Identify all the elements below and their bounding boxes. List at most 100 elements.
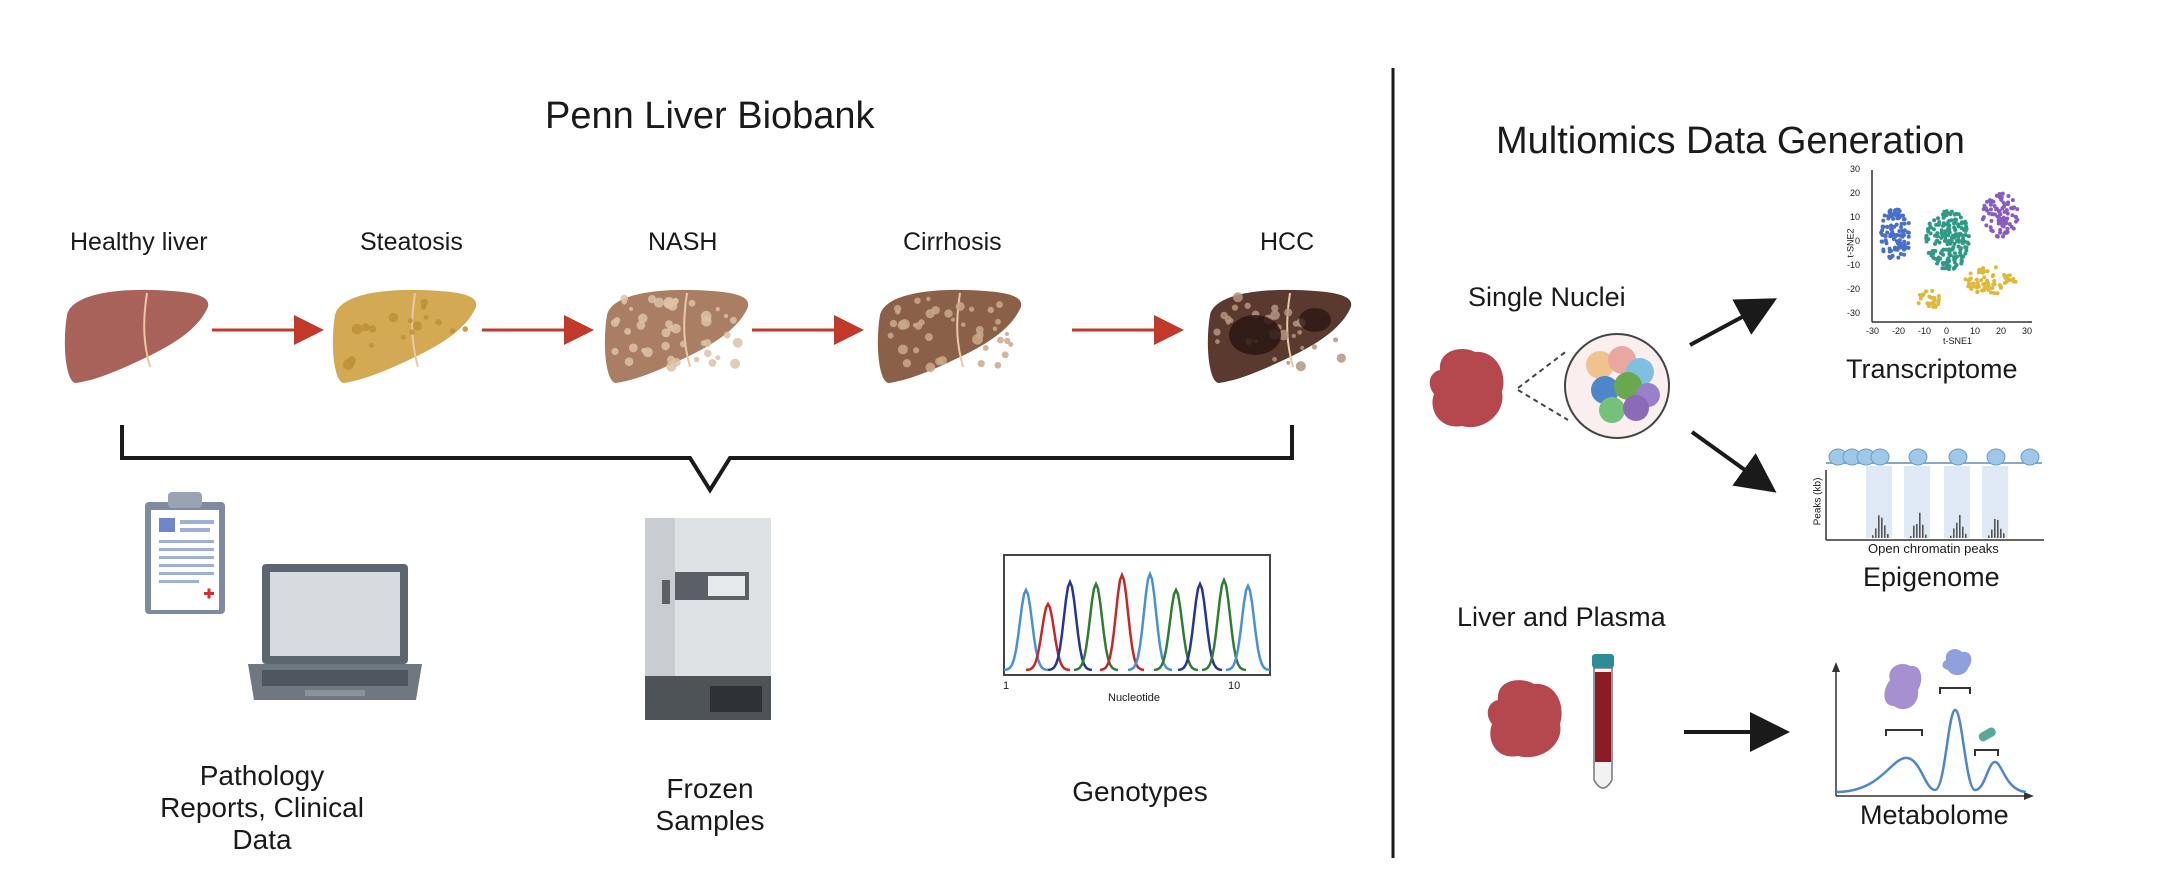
chromatogram-plot (1003, 554, 1271, 676)
tsne-point (2000, 234, 2005, 239)
tsne-ytick: -10 (1846, 260, 1860, 270)
tsne-point (1941, 252, 1946, 257)
tsne-point (1981, 288, 1986, 293)
tsne-point (1988, 290, 1993, 295)
tsne-point (1955, 254, 1960, 259)
tsne-point (1991, 273, 1996, 278)
tsne-point (1980, 270, 1985, 275)
tsne-point (1941, 215, 1946, 220)
tsne-point (1948, 212, 1953, 217)
tsne-point (2001, 221, 2006, 226)
tsne-point (1899, 221, 1904, 226)
tsne-point (1959, 226, 1964, 231)
tsne-point (1992, 203, 1997, 208)
output-label-frozen: Frozen Samples (655, 773, 765, 836)
tsne-point (1936, 259, 1941, 264)
tsne-point (1963, 245, 1968, 250)
peak-bar (1884, 525, 1886, 538)
tsne-point (1959, 259, 1964, 264)
tsne-point (1985, 269, 1990, 274)
tsne-point (1896, 241, 1901, 246)
tsne-point (1958, 247, 1963, 252)
tsne-point (1981, 207, 1986, 212)
tsne-point (1892, 245, 1897, 250)
tsne-point (1999, 195, 2004, 200)
metabolite-icon-2 (1942, 649, 1972, 676)
tsne-point (2001, 204, 2006, 209)
nucleosome (2020, 448, 2040, 466)
tsne-point (1962, 239, 1967, 244)
tsne-ytick: 0 (1854, 236, 1860, 246)
tsne-point (1989, 218, 1994, 223)
tsne-point (1998, 284, 2003, 289)
tsne-point (1985, 281, 1990, 286)
tsne-point (1941, 223, 1946, 228)
tsne-point (1988, 207, 1993, 212)
stage-label-cirrhosis: Cirrhosis (903, 228, 1002, 256)
tsne-point (1885, 230, 1890, 235)
tsne-point (1999, 218, 2004, 223)
tsne-point (1933, 241, 1938, 246)
tsne-point (1897, 244, 1902, 249)
liver-icon-1 (64, 289, 209, 383)
peak-bar (1965, 533, 1967, 538)
metabolome-plot (1832, 649, 2034, 800)
tsne-point (1998, 227, 2003, 232)
tsne-point (1968, 276, 1973, 281)
stage-label-steatosis: Steatosis (360, 228, 463, 256)
tsne-point (1894, 222, 1899, 227)
tsne-point (1906, 241, 1911, 246)
tsne-point (1924, 239, 1929, 244)
tsne-point (1979, 278, 1984, 283)
arrow-to-epigenome (1690, 430, 1777, 493)
tsne-point (1885, 225, 1890, 230)
tsne-point (1966, 284, 1971, 289)
tsne-point (1904, 245, 1909, 250)
tsne-point (1947, 258, 1952, 263)
tsne-point (1879, 230, 1884, 235)
chromatogram-peak (1127, 570, 1173, 672)
tsne-point (2015, 217, 2020, 222)
tsne-point (1883, 234, 1888, 239)
peak-bar (1872, 535, 1874, 538)
tsne-point (1996, 221, 2001, 226)
tsne-point (2005, 211, 2010, 216)
tsne-point (1920, 292, 1925, 297)
tsne-point (1936, 299, 1941, 304)
blood-tube-icon (1592, 654, 1614, 789)
transcriptome-label: Transcriptome (1846, 354, 2018, 384)
tsne-point (2005, 226, 2010, 231)
chromatogram-peak (1225, 582, 1271, 672)
nuclei-cluster-icon (1564, 333, 1670, 439)
tsne-point (2011, 276, 2016, 281)
tsne-point (1924, 289, 1929, 294)
tsne-point (1963, 232, 1968, 237)
tsne-point (1956, 232, 1961, 237)
tsne-point (1988, 225, 1993, 230)
tsne-point (1931, 300, 1936, 305)
tsne-point (1997, 191, 2002, 196)
liver-tissue-icon (1487, 680, 1562, 758)
tsne-point (1898, 252, 1903, 257)
tsne-point (1926, 250, 1931, 255)
tsne-point (1960, 233, 1965, 238)
tsne-point (1994, 206, 1999, 211)
tsne-ytick: -30 (1846, 308, 1860, 318)
tissue-sample-icon (1429, 349, 1504, 428)
tsne-point (1952, 241, 1957, 246)
tsne-point (1933, 233, 1938, 238)
peak-bar (2003, 533, 2005, 538)
tsne-point (1882, 213, 1887, 218)
liver-plasma-label: Liver and Plasma (1457, 602, 1666, 632)
tsne-xtick: 0 (1944, 326, 1950, 336)
tsne-point (1988, 202, 1993, 207)
tsne-point (1976, 270, 1981, 275)
peak-bar (1916, 524, 1918, 538)
tsne-point (1975, 290, 1980, 295)
tsne-point (1927, 294, 1932, 299)
chromatogram-xlabel: Nucleotide (1108, 692, 1160, 704)
tsne-point (2000, 191, 2005, 196)
single-nuclei-label: Single Nuclei (1468, 282, 1626, 312)
tsne-point (1940, 232, 1945, 237)
